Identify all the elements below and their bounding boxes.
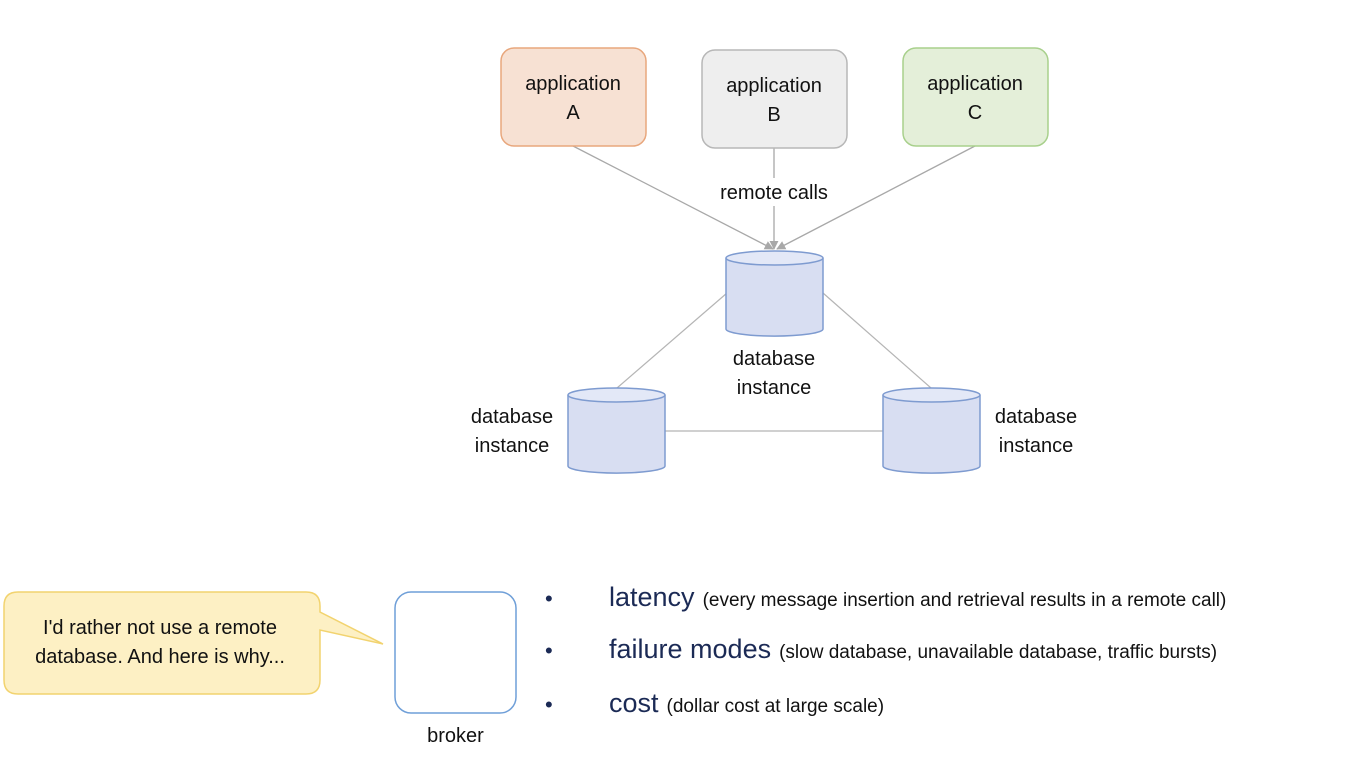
reason-failure-modes: • failure modes (slow database, unavaila… — [543, 634, 1217, 665]
database-cylinder-left-body — [567, 395, 666, 474]
database-right-label-line2: instance — [999, 435, 1074, 457]
reason-latency: • latency (every message insertion and r… — [543, 582, 1226, 613]
database-cylinder-top-body — [725, 258, 824, 337]
database-right-label-line1: database — [995, 406, 1077, 428]
application-c-box: application C — [902, 47, 1049, 147]
database-cylinder-right-lid — [882, 387, 981, 403]
speech-bubble — [3, 591, 384, 695]
database-top-label-line2: instance — [737, 377, 812, 399]
application-a-rect — [500, 47, 647, 147]
application-b-label: application — [726, 75, 822, 97]
application-a-letter: A — [566, 102, 580, 124]
bullet-dot: • — [545, 692, 553, 717]
replication-links — [616, 292, 932, 432]
bullet-dot: • — [545, 586, 553, 611]
reason-cost: • cost (dollar cost at large scale) — [543, 688, 884, 719]
application-b-box: application B — [701, 49, 848, 149]
reason-cost-term: cost — [609, 688, 659, 718]
reason-failure-modes-detail: (slow database, unavailable database, tr… — [779, 642, 1218, 663]
reason-cost-detail: (dollar cost at large scale) — [666, 696, 885, 717]
reason-failure-modes-term: failure modes — [609, 634, 772, 664]
database-cylinder-left — [567, 387, 666, 474]
remote-calls-label-bg — [712, 178, 836, 206]
link-top-to-right-db — [822, 292, 932, 389]
bullet-dot: • — [545, 638, 553, 663]
database-left-label-line2: instance — [475, 435, 550, 457]
remote-calls-label: remote calls — [720, 182, 828, 204]
database-cylinder-top — [725, 250, 824, 337]
database-cylinder-left-lid — [567, 387, 666, 403]
application-b-rect — [701, 49, 848, 149]
connector-app-c-to-db — [776, 145, 976, 250]
connector-app-a-to-db — [572, 145, 774, 250]
application-c-letter: C — [968, 102, 982, 124]
database-top-label-line1: database — [733, 348, 815, 370]
application-c-rect — [902, 47, 1049, 147]
speech-bubble-text: I'd rather not use a remote database. An… — [8, 614, 312, 672]
reason-latency-term: latency — [609, 582, 695, 612]
application-a-label: application — [525, 73, 621, 95]
application-c-label: application — [927, 73, 1023, 95]
reason-latency-detail: (every message insertion and retrieval r… — [702, 590, 1227, 611]
broker-label: broker — [427, 725, 484, 747]
link-top-to-left-db — [616, 292, 728, 389]
application-b-letter: B — [767, 104, 780, 126]
database-cylinder-right-body — [882, 395, 981, 474]
database-left-label-line1: database — [471, 406, 553, 428]
application-a-box: application A — [500, 47, 647, 147]
database-cylinder-top-lid — [725, 250, 824, 266]
broker-box — [394, 591, 517, 714]
speech-bubble-line2: database. And here is why... — [35, 646, 285, 668]
speech-bubble-line1: I'd rather not use a remote — [43, 617, 277, 639]
database-cylinder-right — [882, 387, 981, 474]
